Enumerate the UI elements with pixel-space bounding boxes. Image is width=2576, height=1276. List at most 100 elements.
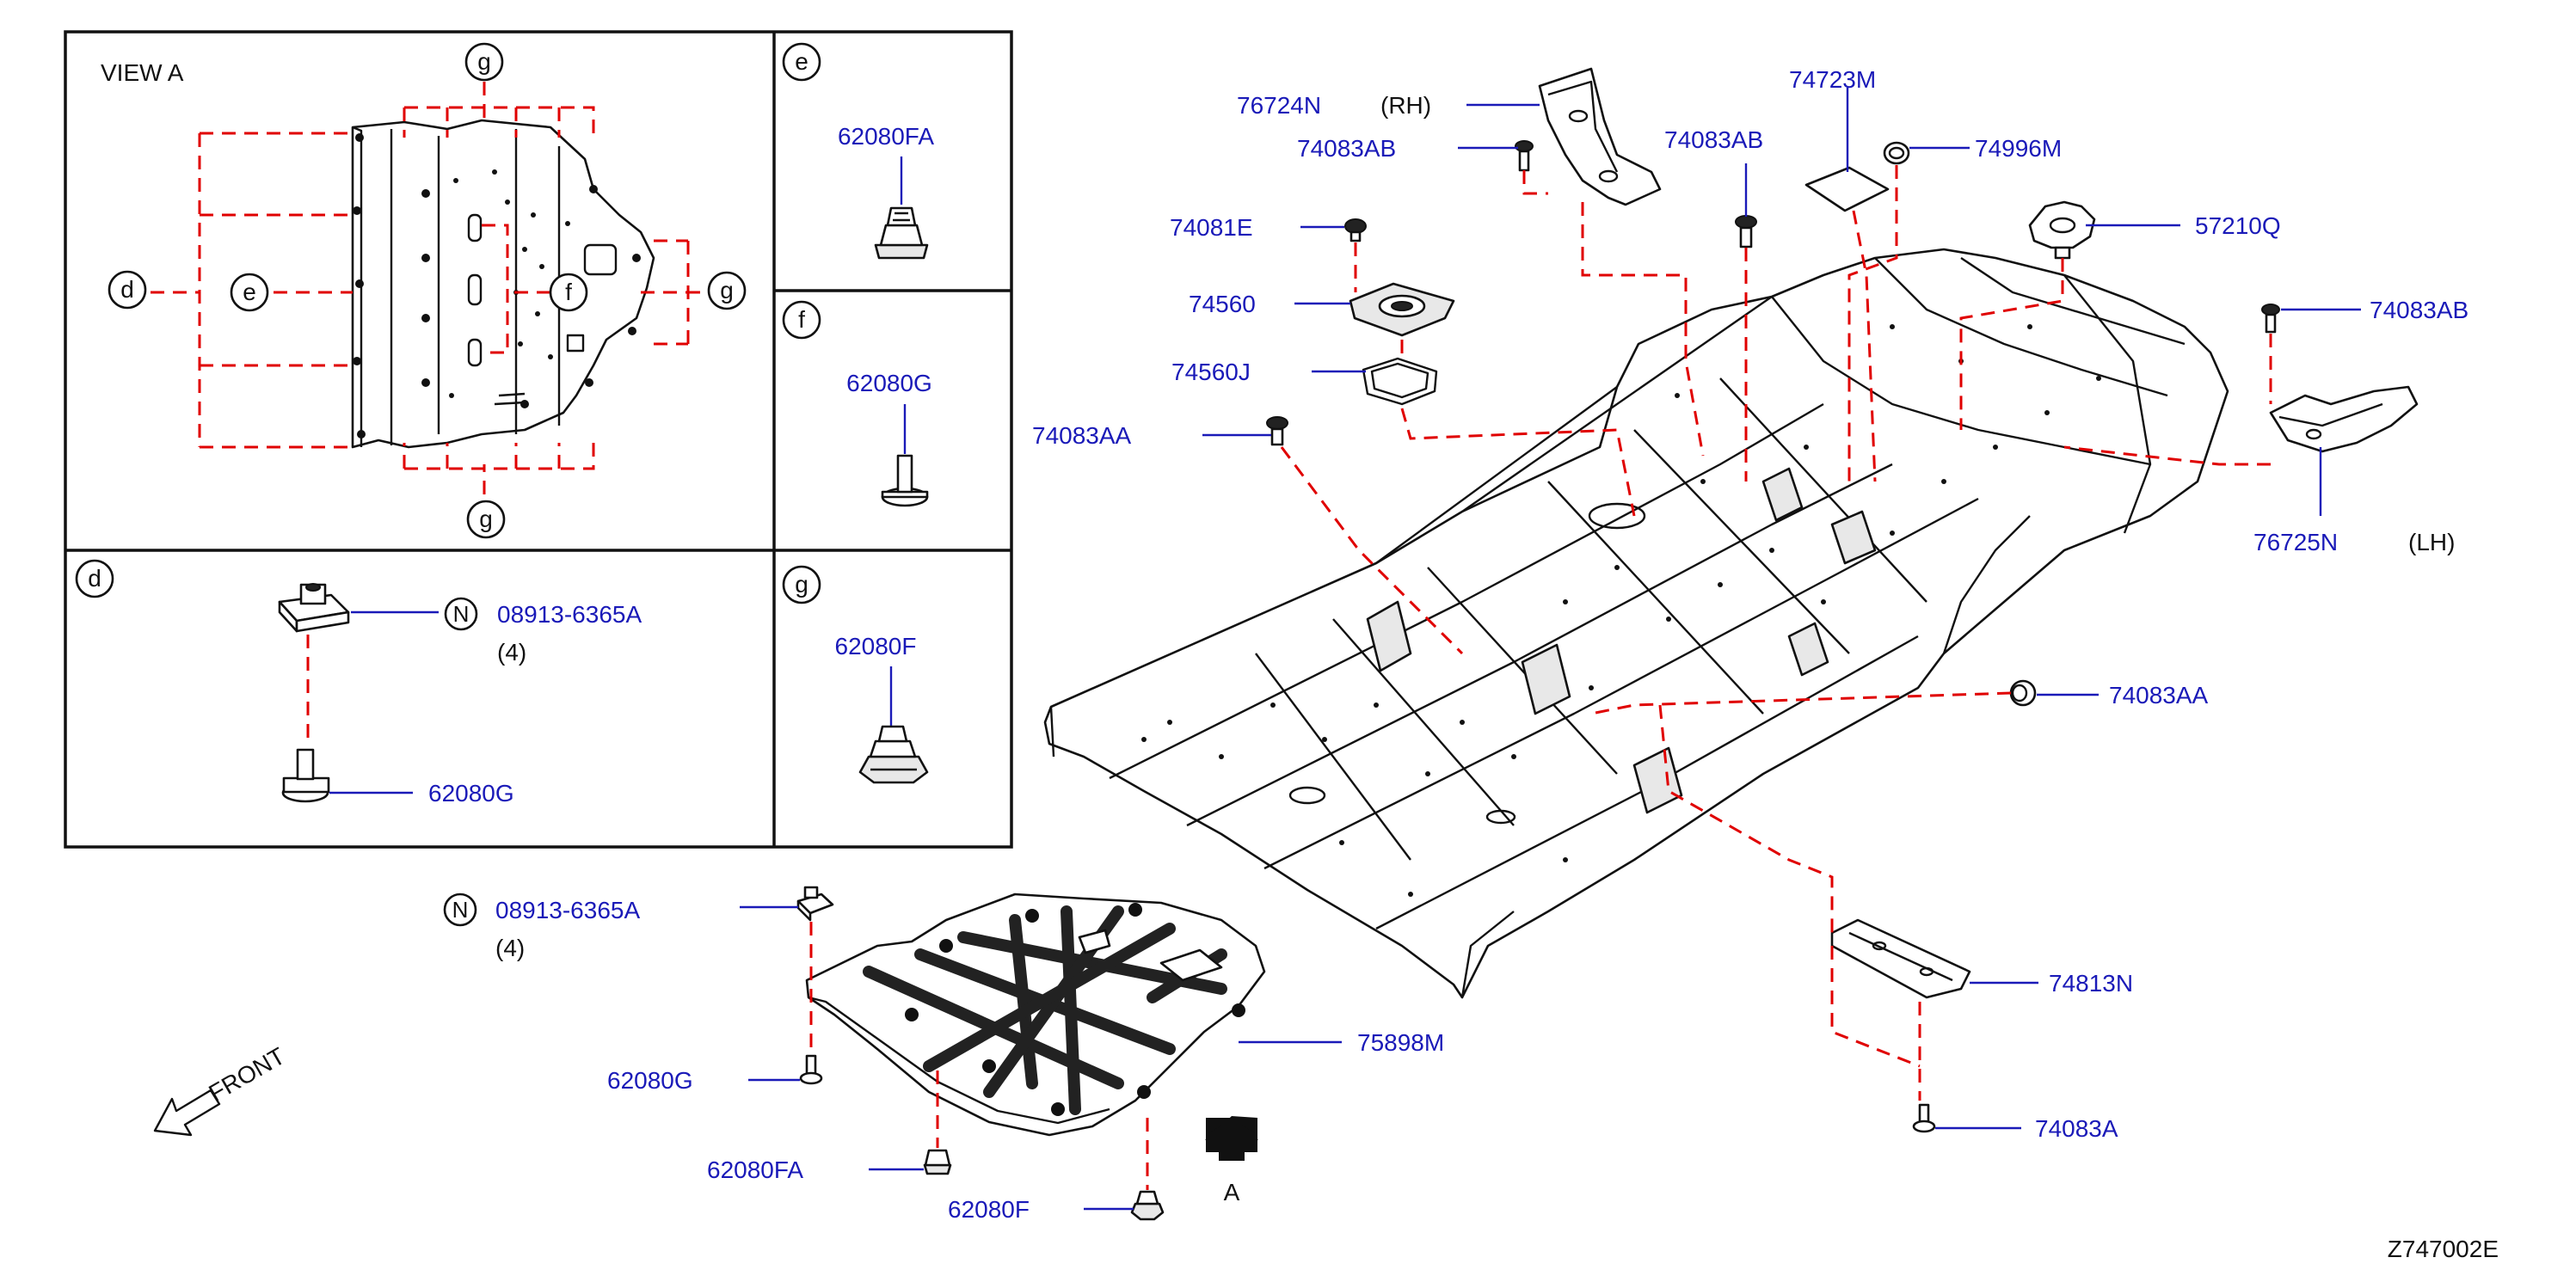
bolt-74083AB-1-icon: [1515, 140, 1534, 172]
front-label: FRONT: [205, 1042, 290, 1107]
label-74996M: 74996M: [1975, 135, 2062, 162]
view-a-undercover-outline: [351, 119, 655, 449]
label-74560: 74560: [1189, 291, 1256, 317]
main-n-callout: N: [443, 893, 477, 927]
panel-g-part-label: 62080F: [835, 633, 917, 659]
label-74083AB-2: 74083AB: [1664, 126, 1763, 153]
label-lh: (LH): [2408, 529, 2455, 555]
bolt-62080G-d-icon: [281, 748, 330, 803]
bracket-76725N-icon: [2269, 385, 2419, 453]
svg-text:g: g: [795, 571, 808, 598]
label-qty4: (4): [495, 935, 525, 961]
label-74723M: 74723M: [1789, 66, 1876, 93]
panel-d: d N 08913-6365A (4) 62080G: [75, 559, 642, 807]
bolt-62080G-icon: [881, 454, 929, 507]
floor-panel: [1043, 248, 2229, 999]
undercover-75898M: [805, 893, 1266, 1137]
view-a-leader-f: [482, 224, 550, 354]
clip-nut-icon: [278, 583, 350, 633]
panel-d-n-callout: N: [444, 597, 478, 631]
panel-f: f 62080G: [782, 300, 932, 507]
inset-frames: [64, 30, 1013, 849]
view-a-leader-e: [200, 213, 353, 367]
plate-74560-icon: [1349, 282, 1455, 337]
svg-text:e: e: [795, 48, 808, 75]
view-a-panel: VIEW A d: [101, 42, 747, 539]
view-a-leader-g-top: [403, 82, 595, 138]
svg-text:d: d: [120, 276, 134, 303]
panel-e: e 62080FA: [782, 42, 934, 260]
seal-74560J-icon: [1362, 357, 1438, 406]
bolt-74083A-icon: [1912, 1103, 1936, 1133]
panel-d-nut-label: 08913-6365A: [497, 601, 642, 628]
panel-f-part-label: 62080G: [846, 370, 932, 396]
svg-text:g: g: [477, 48, 491, 75]
svg-text:N: N: [452, 897, 469, 923]
label-74560J: 74560J: [1171, 359, 1251, 385]
bracket-76724N-icon: [1538, 67, 1662, 206]
view-a-leader-g-right: [641, 239, 722, 346]
label-75898M: 75898M: [1357, 1029, 1444, 1056]
bolt-74083AB-2-icon: [1735, 215, 1757, 248]
label-74083AB-3: 74083AB: [2370, 297, 2468, 323]
grommet-74996M-icon: [1883, 141, 1910, 165]
view-a-leader-g-bottom: [403, 443, 595, 494]
panel-d-bolt-label: 62080G: [428, 780, 514, 807]
diagram-code: Z747002E: [2388, 1236, 2499, 1262]
label-74081E: 74081E: [1170, 214, 1253, 241]
label-74083AA-2: 74083AA: [2109, 682, 2209, 709]
label-74083A: 74083A: [2035, 1115, 2118, 1142]
panel-d-qty: (4): [497, 639, 526, 666]
clip-62080F-main-icon: [1130, 1190, 1165, 1221]
bolt-74083AB-3-icon: [2261, 304, 2280, 334]
svg-text:f: f: [565, 279, 572, 305]
bracket-74813N-icon: [1830, 918, 1971, 999]
label-74813N: 74813N: [2049, 970, 2133, 997]
label-76724N: 76724N: [1237, 92, 1321, 119]
svg-text:g: g: [720, 277, 734, 304]
view-a-callout-d: d: [108, 270, 147, 310]
label-62080FA: 62080FA: [707, 1156, 803, 1183]
clip-62080FA-icon: [874, 206, 929, 260]
label-74083AA-1: 74083AA: [1032, 422, 1132, 449]
view-a-leader-d: [151, 132, 353, 449]
view-a-callout-f: f: [549, 273, 588, 312]
bolt-62080G-main-icon: [799, 1054, 823, 1085]
svg-text:d: d: [88, 565, 101, 592]
label-62080G: 62080G: [607, 1067, 693, 1094]
front-arrow-icon: [153, 1089, 221, 1137]
label-08913-6365A: 08913-6365A: [495, 897, 640, 923]
label-76725N: 76725N: [2253, 529, 2338, 555]
label-57210Q: 57210Q: [2195, 212, 2281, 239]
floor-panel-outline: [1043, 248, 2229, 999]
label-74083AB-1: 74083AB: [1297, 135, 1396, 162]
view-a-callout-g-bottom: g: [466, 500, 506, 539]
label-rh: (RH): [1380, 92, 1431, 119]
view-a-callout-g-right: g: [707, 271, 747, 310]
view-a-undercover-edge: [352, 126, 393, 447]
clamp-57210Q-icon: [2028, 200, 2096, 260]
patch-74723M-icon: [1804, 166, 1890, 212]
panel-g: g 62080F: [782, 565, 929, 784]
part-labels: 76724N (RH) 74083AB 74083AB 74723M 74996…: [443, 66, 2468, 1223]
view-a-label: VIEW A: [101, 59, 184, 86]
grommet-74083AA-2-icon: [2009, 679, 2037, 707]
front-indicator: FRONT: [153, 1042, 290, 1137]
svg-text:g: g: [479, 506, 493, 532]
view-a-callout-e: e: [230, 273, 269, 312]
nut-08913-main-icon: [796, 886, 834, 922]
bolt-74083AA-1-icon: [1266, 416, 1288, 446]
view-a-arrow: A: [1205, 1116, 1258, 1205]
assembly-lines: [809, 165, 2272, 1190]
clip-62080FA-main-icon: [923, 1149, 952, 1175]
label-62080F: 62080F: [948, 1196, 1030, 1223]
panel-e-part-label: 62080FA: [838, 123, 934, 150]
svg-text:N: N: [453, 601, 470, 627]
clip-62080F-icon: [858, 725, 929, 784]
view-a-arrow-label: A: [1224, 1179, 1240, 1205]
plug-74081E-icon: [1344, 218, 1367, 242]
svg-text:f: f: [798, 306, 805, 333]
svg-text:e: e: [243, 279, 256, 305]
view-a-callout-g-top: g: [464, 42, 504, 82]
